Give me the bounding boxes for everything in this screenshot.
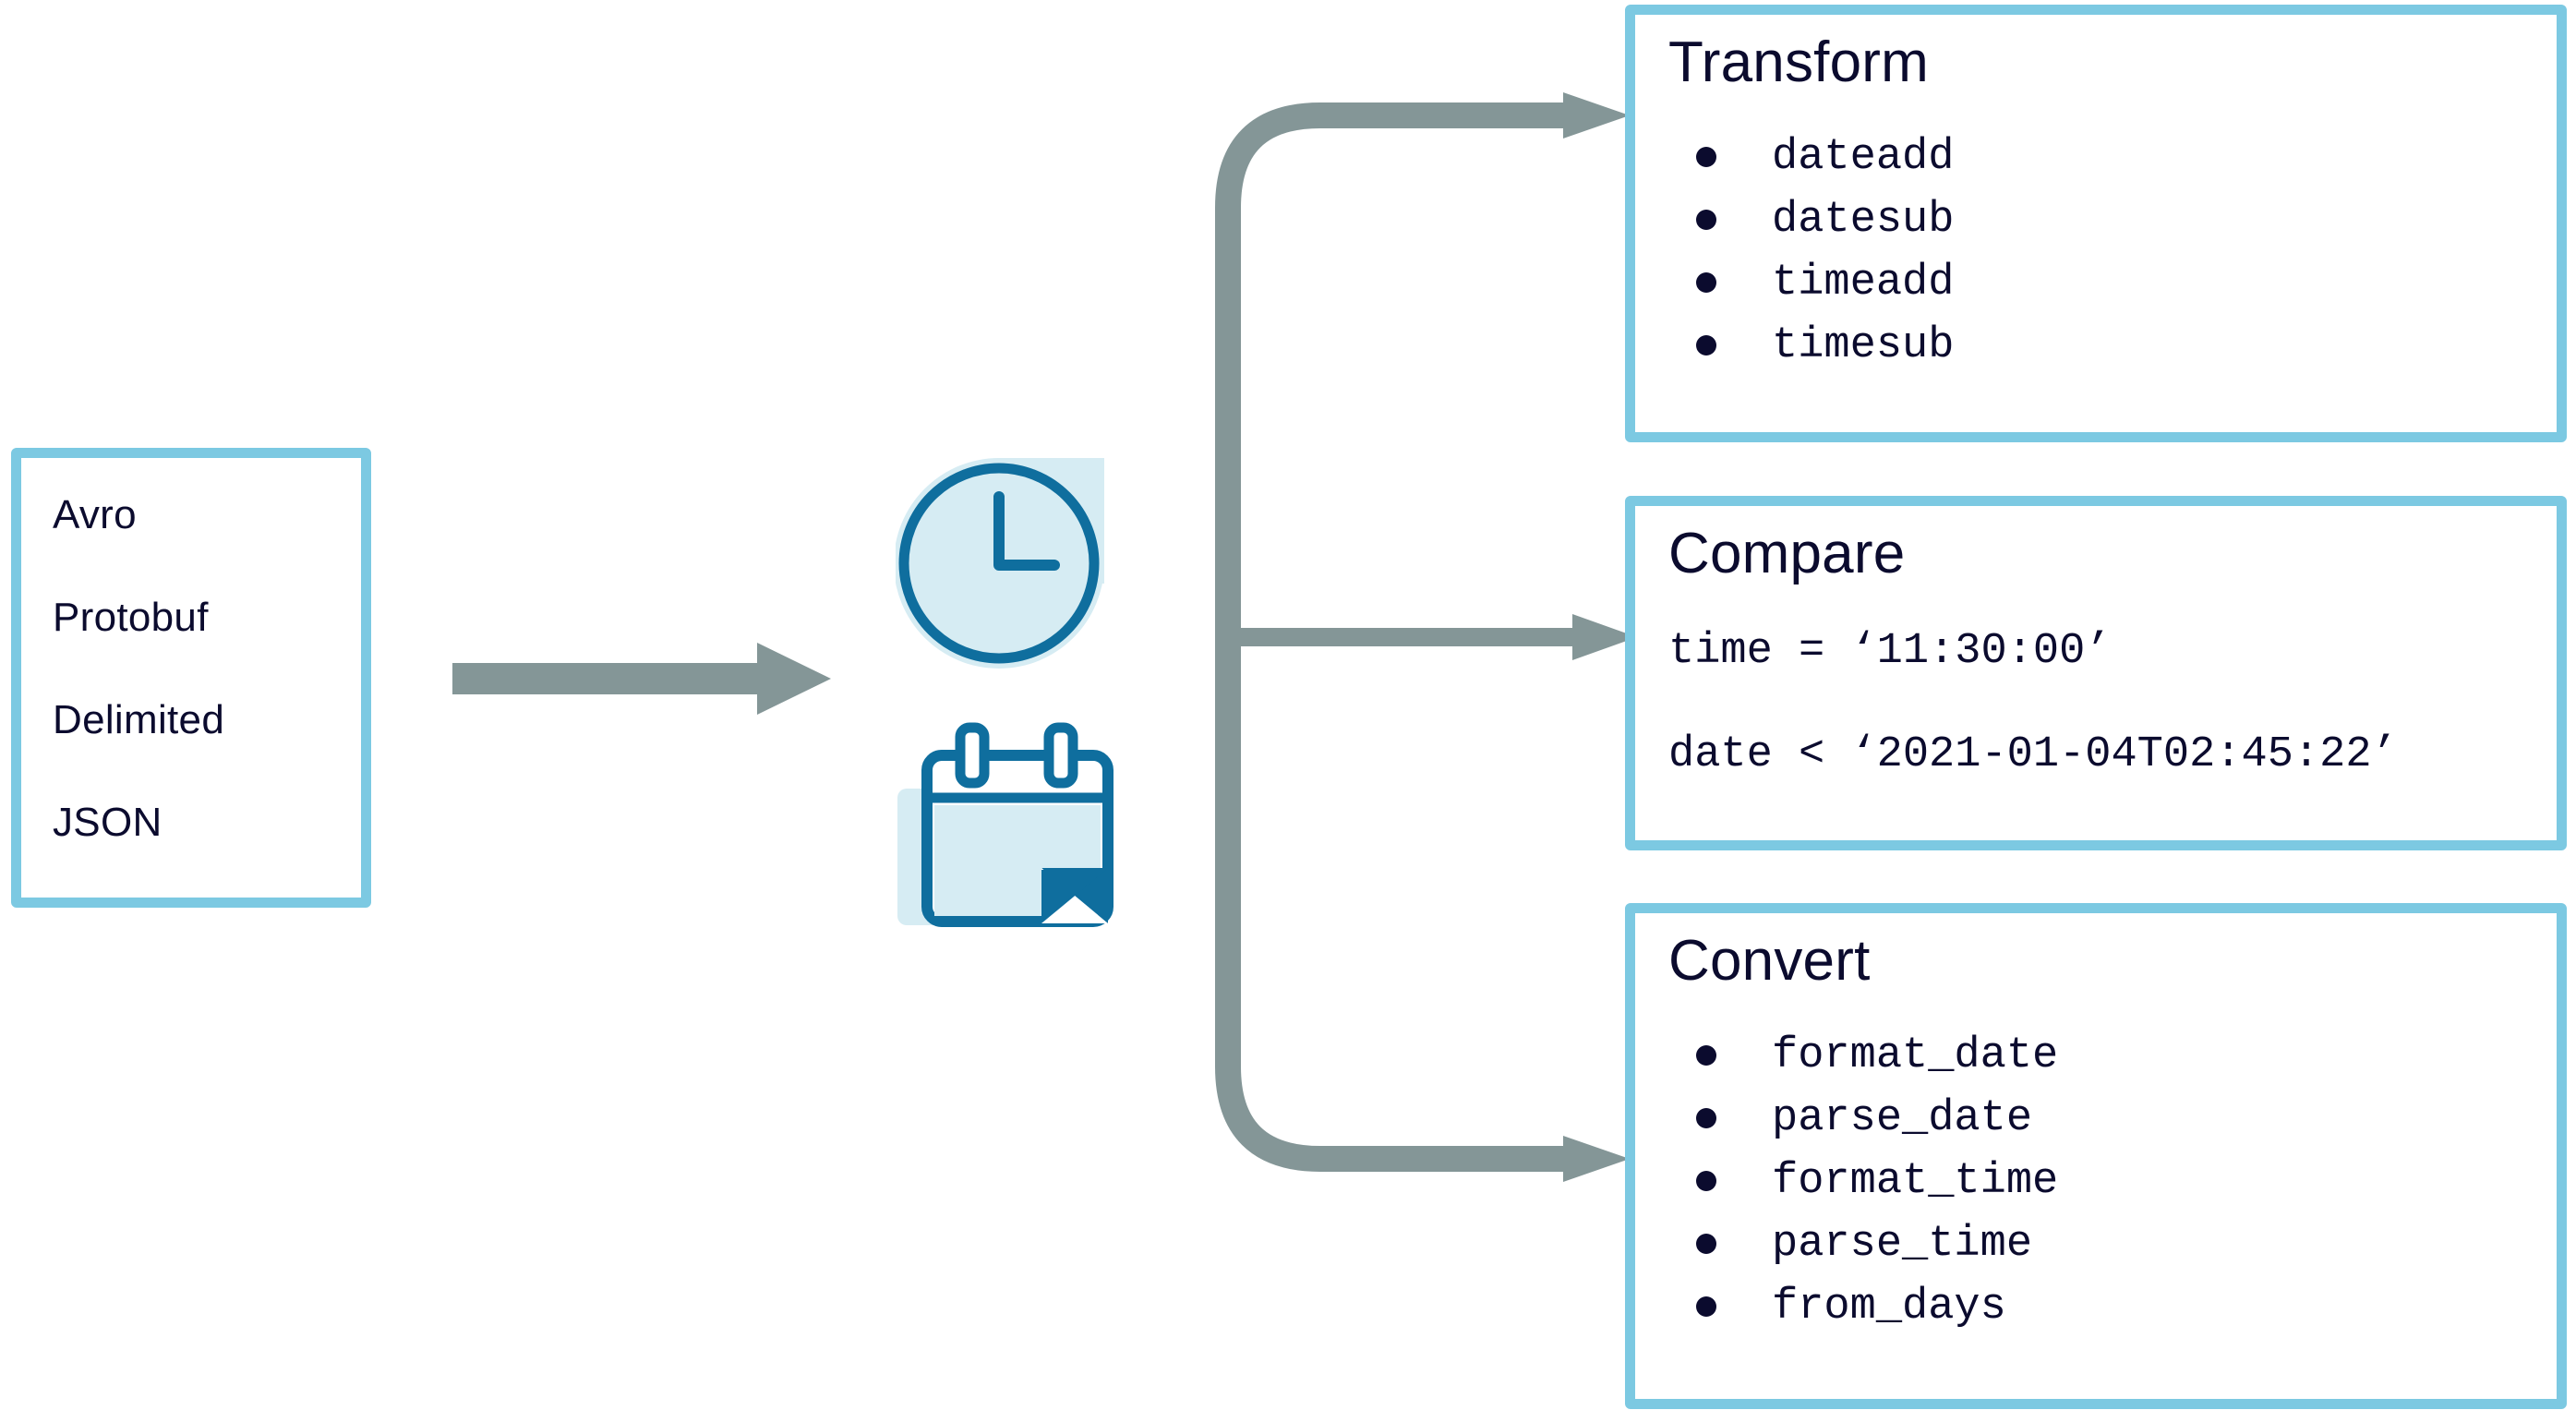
bullet-icon bbox=[1696, 210, 1716, 231]
list-item: from_days bbox=[1668, 1275, 2557, 1338]
list-item: datesub bbox=[1668, 188, 2557, 251]
convert-card: Convert format_date parse_date format_ti… bbox=[1625, 903, 2567, 1409]
list-item: timesub bbox=[1668, 314, 2557, 377]
input-format-item: Avro bbox=[53, 492, 137, 537]
card-title: Compare bbox=[1668, 522, 1906, 585]
function-name: format_date bbox=[1772, 1030, 2059, 1080]
transform-card: Transform dateadd datesub timeadd timesu… bbox=[1625, 5, 2567, 442]
clock-icon bbox=[896, 452, 1117, 674]
list-item: dateadd bbox=[1668, 126, 2557, 188]
input-format-item: Delimited bbox=[53, 697, 225, 742]
bullet-icon bbox=[1696, 335, 1716, 356]
bullet-icon bbox=[1696, 147, 1716, 168]
list-item: format_time bbox=[1668, 1150, 2557, 1212]
function-list: dateadd datesub timeadd timesub bbox=[1668, 126, 2557, 377]
function-name: timeadd bbox=[1772, 258, 1955, 307]
list-item: parse_date bbox=[1668, 1087, 2557, 1150]
card-title: Convert bbox=[1668, 929, 1871, 993]
input-format-item: Protobuf bbox=[53, 595, 209, 640]
bullet-icon bbox=[1696, 1296, 1716, 1318]
input-formats-card: Avro Protobuf Delimited JSON bbox=[11, 448, 371, 908]
function-list: format_date parse_date format_time parse… bbox=[1668, 1024, 2557, 1338]
function-name: parse_date bbox=[1772, 1093, 2033, 1143]
card-title: Transform bbox=[1668, 30, 1929, 94]
datetime-icon-group bbox=[886, 452, 1145, 933]
code-block: time = ‘11:30:00’ date < ‘2021-01-04T02:… bbox=[1668, 630, 2557, 777]
bullet-icon bbox=[1696, 1171, 1716, 1192]
input-format-item: JSON bbox=[53, 800, 163, 845]
function-name: dateadd bbox=[1772, 132, 1955, 182]
list-item: timeadd bbox=[1668, 251, 2557, 314]
list-item: format_date bbox=[1668, 1024, 2557, 1087]
list-item: parse_time bbox=[1668, 1212, 2557, 1275]
bullet-icon bbox=[1696, 1234, 1716, 1255]
bullet-icon bbox=[1696, 1108, 1716, 1129]
bullet-icon bbox=[1696, 272, 1716, 294]
branching-arrow-icon bbox=[1215, 92, 1637, 1182]
function-name: from_days bbox=[1772, 1282, 2006, 1332]
function-name: datesub bbox=[1772, 195, 1955, 245]
code-line: time = ‘11:30:00’ bbox=[1668, 627, 2112, 677]
calendar-icon bbox=[894, 702, 1125, 933]
function-name: format_time bbox=[1772, 1156, 2059, 1206]
function-name: parse_time bbox=[1772, 1219, 2033, 1269]
compare-card: Compare time = ‘11:30:00’ date < ‘2021-0… bbox=[1625, 496, 2567, 850]
arrow-right-icon bbox=[452, 643, 831, 715]
code-line: date < ‘2021-01-04T02:45:22’ bbox=[1668, 730, 2398, 780]
function-name: timesub bbox=[1772, 320, 1955, 370]
bullet-icon bbox=[1696, 1045, 1716, 1066]
